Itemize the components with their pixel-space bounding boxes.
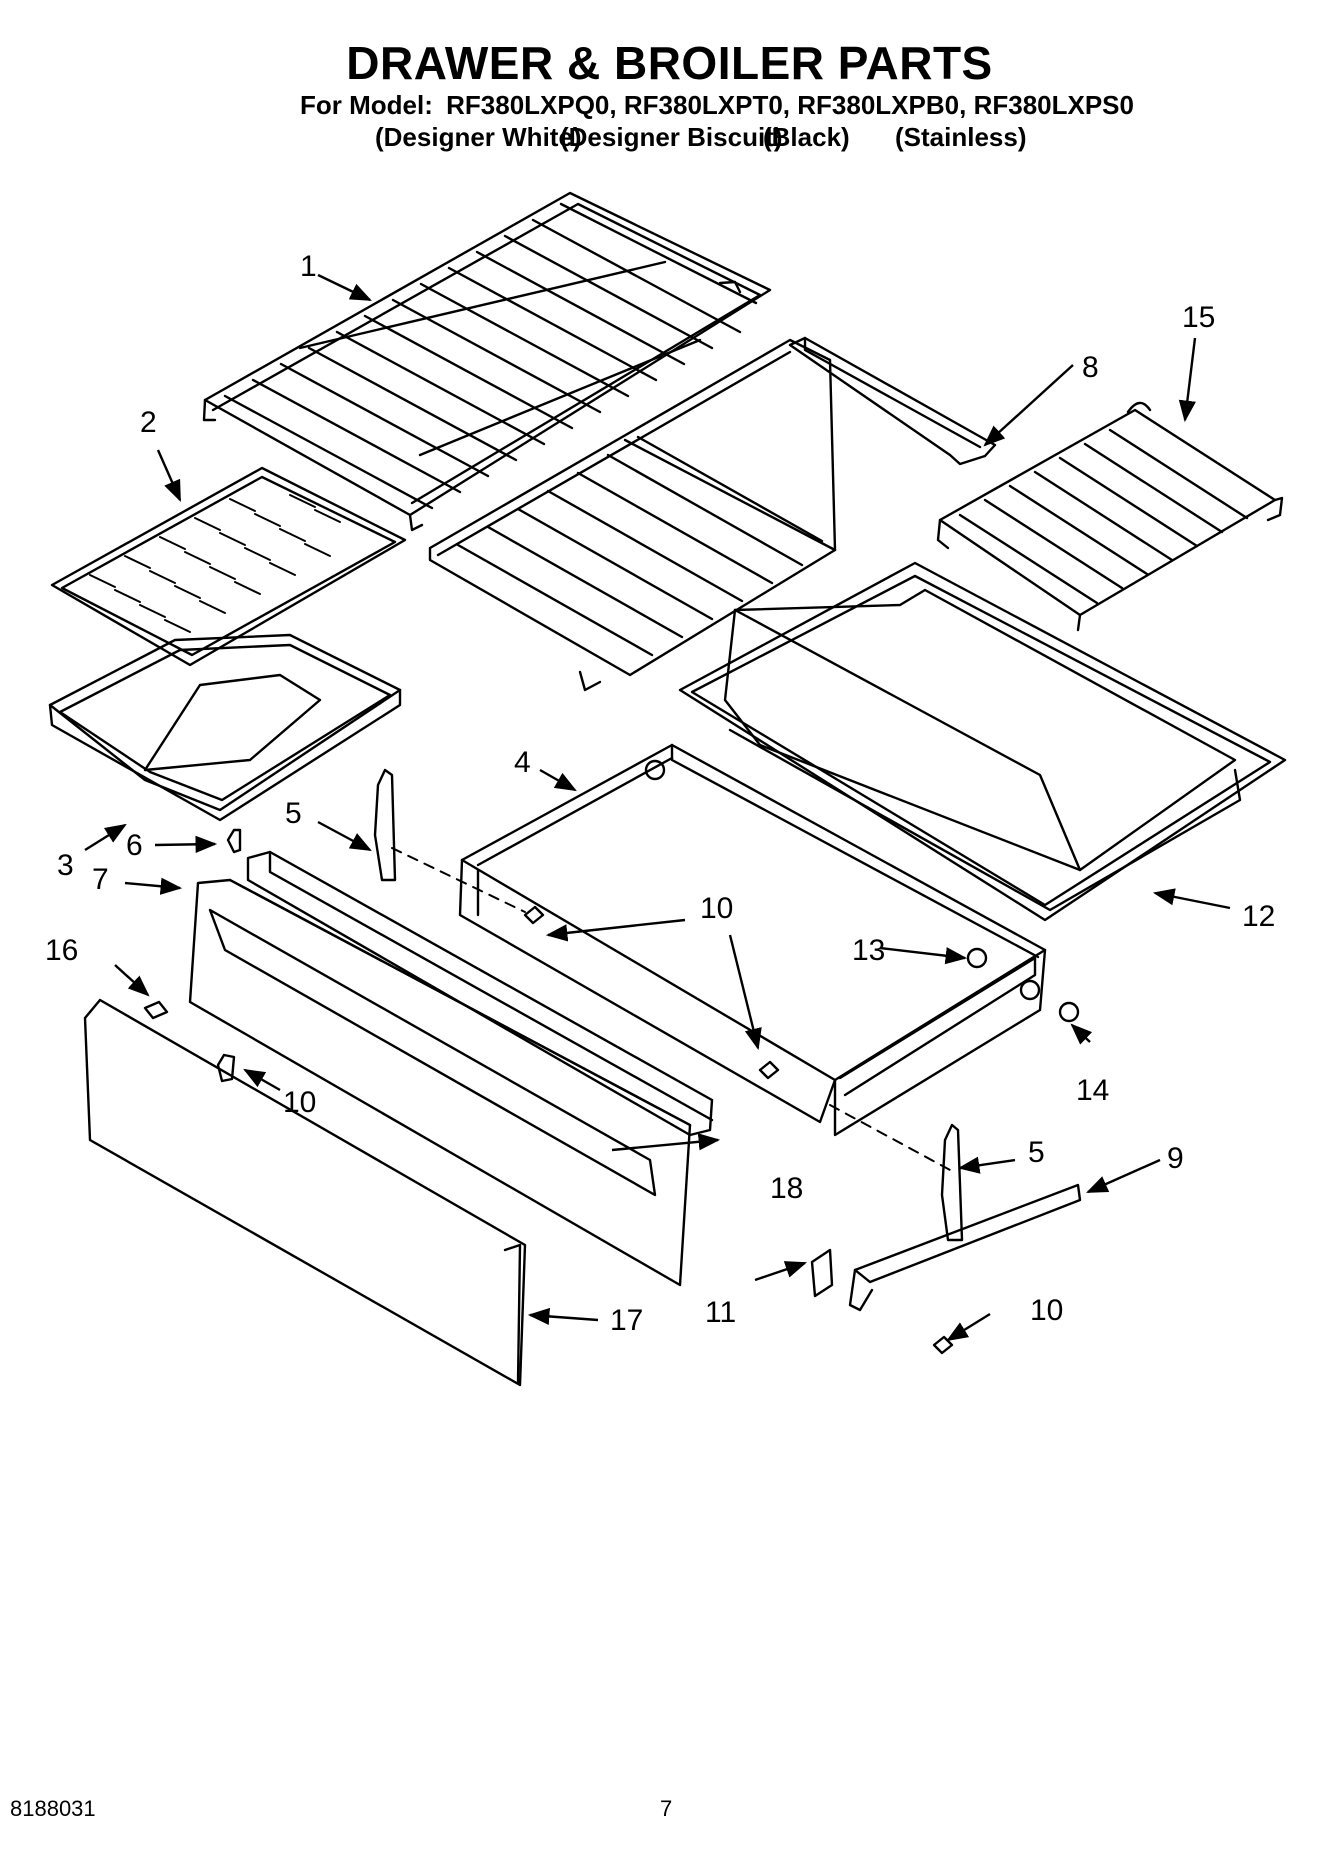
callout-number: 17 — [610, 1304, 643, 1337]
rack-wires — [223, 202, 758, 510]
callout-number: 12 — [1242, 900, 1275, 933]
callout-number: 5 — [1028, 1136, 1045, 1169]
model-list: For Model: RF380LXPQ0, RF380LXPT0, RF380… — [300, 90, 1134, 121]
hardware-parts — [143, 828, 1080, 1355]
broiler-pan-part — [48, 633, 402, 822]
callout-number: 4 — [514, 746, 531, 779]
model-number: RF380LXPB0, — [797, 90, 967, 120]
model-number: RF380LXPS0 — [973, 90, 1134, 120]
callout-number: 3 — [57, 849, 74, 882]
finish-label: (Designer White) — [375, 122, 582, 152]
callout-number: 8 — [1082, 351, 1099, 384]
support-rail-part — [848, 1183, 1082, 1312]
callout-number: 11 — [705, 1296, 736, 1329]
callout-number: 18 — [770, 1172, 803, 1205]
drawer-outer-panel-part — [83, 998, 527, 1387]
finish-label: (Black) — [763, 122, 850, 152]
callout-number: 16 — [45, 934, 78, 967]
rack-support-part — [788, 336, 997, 466]
callout-number: 10 — [283, 1086, 316, 1119]
callout-labels: 1 2 3 4 5 5 6 7 8 9 10 10 10 10 11 12 13… — [45, 250, 1275, 1337]
callout-number: 14 — [1076, 1074, 1109, 1107]
broiler-rack-part — [936, 401, 1284, 632]
drawer-glide-part — [373, 768, 964, 1242]
model-number: RF380LXPQ0, — [446, 90, 617, 120]
callout-number: 7 — [92, 863, 109, 896]
bracket-part — [810, 1248, 834, 1298]
model-number: RF380LXPT0, — [623, 90, 791, 120]
callout-number: 15 — [1182, 301, 1215, 334]
callout-number: 5 — [285, 797, 302, 830]
drawer-trim-part — [246, 850, 714, 1137]
leader-arrows — [84, 273, 1231, 1342]
model-label: For Model: — [300, 90, 433, 120]
callout-number: 1 — [300, 250, 317, 283]
finish-label: (Designer Biscuit) — [560, 122, 783, 152]
drawer-liner-part — [678, 561, 1287, 922]
callout-number: 10 — [1030, 1294, 1063, 1327]
oven-rack-upper-part — [202, 191, 772, 532]
document-number: 8188031 — [10, 1796, 96, 1821]
callout-number: 9 — [1167, 1142, 1184, 1175]
broiler-pan-grid-part — [50, 466, 407, 667]
callout-number: 13 — [852, 934, 885, 967]
alignment-lines — [391, 847, 951, 1171]
callout-number: 10 — [700, 892, 733, 925]
page-number: 7 — [660, 1796, 673, 1821]
oven-rack-lower-part — [428, 338, 837, 692]
drawer-body-part — [458, 743, 1047, 1137]
callout-number: 6 — [126, 829, 143, 862]
page-title: DRAWER & BROILER PARTS — [346, 37, 993, 89]
callout-number: 2 — [140, 406, 157, 439]
finish-label: (Stainless) — [895, 122, 1027, 152]
